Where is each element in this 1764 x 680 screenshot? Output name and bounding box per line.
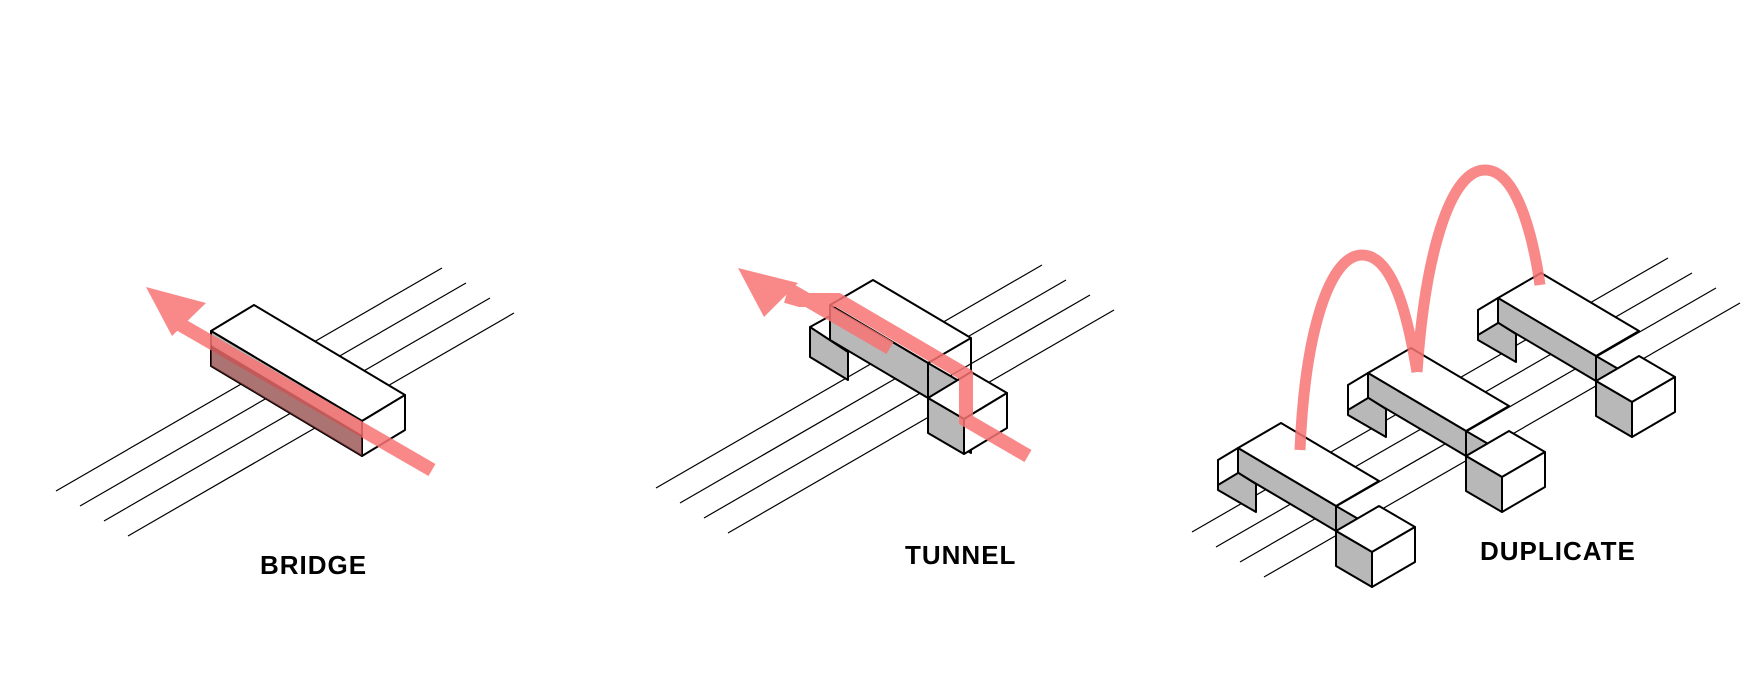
bridge-diagram (55, 267, 515, 537)
duplicate-block-2 (1347, 347, 1546, 513)
bridge-arrow (146, 287, 436, 477)
tunnel-label: TUNNEL (905, 540, 1017, 570)
bridge-label: BRIDGE (260, 550, 368, 580)
duplicate-block-3 (1477, 272, 1676, 438)
duplicate-panel: DUPLICATE (1180, 0, 1764, 680)
bridge-panel: BRIDGE (0, 0, 590, 680)
duplicate-block-1 (1217, 422, 1416, 588)
tunnel-diagram (655, 264, 1115, 534)
tunnel-arrow (738, 268, 1032, 463)
duplicate-label: DUPLICATE (1480, 536, 1636, 566)
bridge-overlap (211, 345, 362, 456)
tunnel-panel: TUNNEL (590, 0, 1180, 680)
duplicate-arcs (1294, 164, 1546, 451)
duplicate-diagram (1191, 164, 1741, 588)
